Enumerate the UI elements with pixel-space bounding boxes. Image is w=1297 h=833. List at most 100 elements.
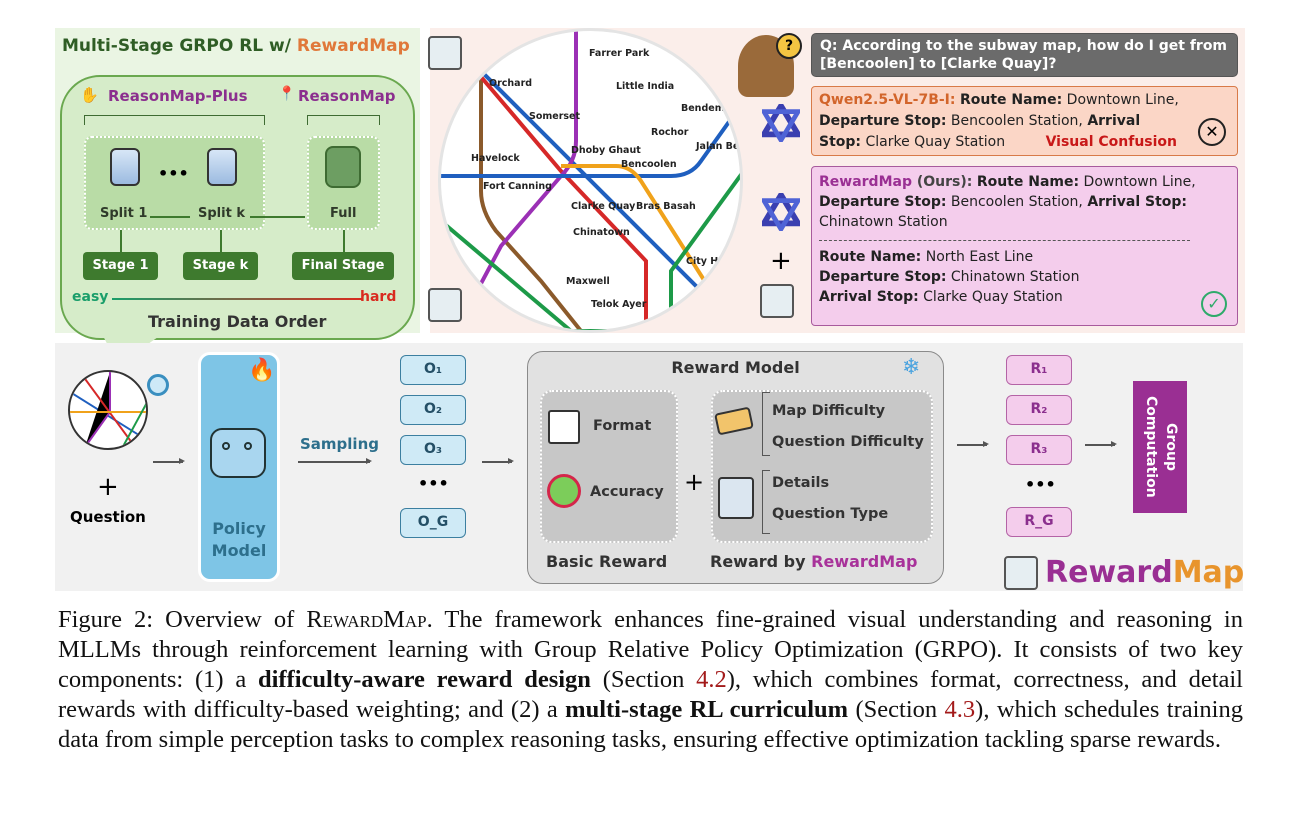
policy-line2: Model (211, 541, 267, 560)
arrival-label: Arrival (1087, 113, 1141, 129)
question-type-label: Question Type (772, 506, 889, 522)
departure-value: Bencoolen Station, (946, 194, 1088, 210)
caption-part: (Section (590, 666, 697, 693)
departure2-value: Chinatown Station (946, 269, 1080, 285)
brand-map: Map (1172, 555, 1245, 590)
arrival-value: Clarke Quay Station (861, 134, 1006, 150)
route-value: Downtown Line, (1062, 92, 1179, 108)
baseline-model-name: Qwen2.5-VL-7B-I: (819, 92, 956, 108)
output-box: O₂ (400, 395, 466, 425)
circle-line (561, 164, 713, 293)
rewardmap-model-name: RewardMap (819, 174, 912, 190)
reward-box: R₂ (1006, 395, 1072, 425)
station-orchard: Orchard (489, 78, 533, 89)
group-computation-label: Group Computation (1143, 396, 1179, 498)
station-little-india: Little India (616, 81, 675, 92)
subway-map: Farrer Park Orchard Little India Somerse… (438, 28, 743, 333)
arrow-split1-splitk (150, 216, 190, 218)
reward-by-rewardmap-label: Reward by RewardMap (710, 552, 917, 571)
snowflake-icon: ❄ (902, 355, 921, 380)
training-data-order-label: Training Data Order (148, 312, 327, 331)
arrival2-label: Arrival Stop: (819, 289, 919, 305)
arrow-stagek (220, 230, 222, 252)
arrow-final (343, 230, 345, 252)
output-box: O_G (400, 508, 466, 538)
arrow-to-policy (153, 458, 185, 464)
bracket (762, 470, 770, 534)
arrival-label: Arrival Stop: (1087, 194, 1188, 210)
arrow-splitk-full (250, 216, 305, 218)
rewardmap-logo-icon (760, 284, 794, 318)
caption-part: ), which schedules training data from si… (58, 696, 1243, 753)
easy-label: easy (72, 289, 109, 305)
arrow-to-rewards (957, 441, 989, 447)
rewards-ellipsis: ••• (1025, 475, 1056, 494)
station-chinatown: Chinatown (573, 227, 630, 238)
clipboard-search-icon (718, 477, 754, 519)
output-box: O₁ (400, 355, 466, 385)
magnifier-icon (147, 374, 169, 396)
question-label: Question (70, 508, 146, 526)
bracket-plus (84, 115, 265, 125)
fire-icon: 🔥 (248, 358, 276, 383)
split-ellipsis: ••• (158, 164, 189, 183)
rewardmap-logo-icon (428, 288, 462, 322)
robot-icon (210, 428, 266, 478)
split-k-label: Split k (198, 206, 245, 221)
reward-by-brand: RewardMap (811, 552, 918, 571)
arrival2-value: Clarke Quay Station (918, 289, 1063, 305)
group-computation-box (1133, 381, 1187, 513)
arrow-stage1 (120, 230, 122, 252)
title-brand: RewardMap (296, 36, 410, 56)
output-box: O₃ (400, 435, 466, 465)
qwen-logo-icon (762, 104, 800, 142)
caption-part: Figure 2: Overview of (58, 606, 307, 633)
title-prefix: Multi-Stage GRPO RL w/ (62, 36, 297, 56)
section-link[interactable]: 4.3 (944, 696, 976, 723)
sampling-arrow (298, 458, 372, 464)
station-somerset: Somerset (529, 111, 581, 122)
reward-box: R_G (1006, 507, 1072, 537)
bracket (762, 392, 770, 456)
accuracy-label: Accuracy (590, 484, 664, 500)
route-label: Route Name: (959, 92, 1063, 108)
map-pin-icon: 📍 (278, 86, 296, 102)
figure-caption: Figure 2: Overview of RewardMap. The fra… (58, 605, 1243, 755)
arrow-to-reward (482, 458, 514, 464)
brand-reward: Reward (1045, 555, 1173, 590)
station-bras-basah: Bras Basah (636, 201, 696, 212)
wrong-x-icon: ✕ (1198, 118, 1226, 146)
checklist-icon (548, 410, 580, 444)
station-fort-canning: Fort Canning (483, 181, 552, 192)
reasonmap-plus-label: ReasonMap-Plus (108, 87, 248, 105)
arrival-value: Chinatown Station (819, 214, 948, 230)
stage-k-box: Stage k (183, 252, 258, 280)
station-bencoolen: Bencoolen (621, 159, 677, 170)
caption-brand: RewardMap (306, 606, 427, 633)
route2-value: North East Line (921, 249, 1034, 265)
full-label: Full (330, 206, 357, 221)
basic-reward-label: Basic Reward (546, 552, 668, 571)
departure-value: Bencoolen Station, (946, 113, 1088, 129)
station-havelock: Havelock (471, 153, 520, 164)
outputs-ellipsis: ••• (418, 474, 449, 493)
reasonmap-label: ReasonMap (298, 87, 396, 105)
departure-label: Departure Stop: (819, 194, 947, 210)
station-dhoby-ghaut: Dhoby Ghaut (571, 145, 641, 156)
question-difficulty-label: Question Difficulty (772, 434, 924, 450)
route2-label: Route Name: (819, 249, 922, 265)
ours-suffix: (Ours): (911, 174, 973, 190)
visual-confusion-label: Visual Confusion (1045, 134, 1178, 150)
reward-model-title: Reward Model (671, 358, 800, 377)
arrow-to-group (1085, 441, 1117, 447)
hard-label: hard (360, 289, 397, 305)
reward-box: R₃ (1006, 435, 1072, 465)
policy-line1: Policy (212, 519, 266, 538)
hand-question-icon: ✋ (80, 86, 99, 104)
correct-check-icon: ✓ (1201, 291, 1227, 317)
station-bendemeer: Bendemeer (681, 103, 743, 114)
rewardmap-logo-icon (428, 36, 462, 70)
plus-sign: + (684, 468, 705, 496)
section-link[interactable]: 4.2 (696, 666, 727, 693)
